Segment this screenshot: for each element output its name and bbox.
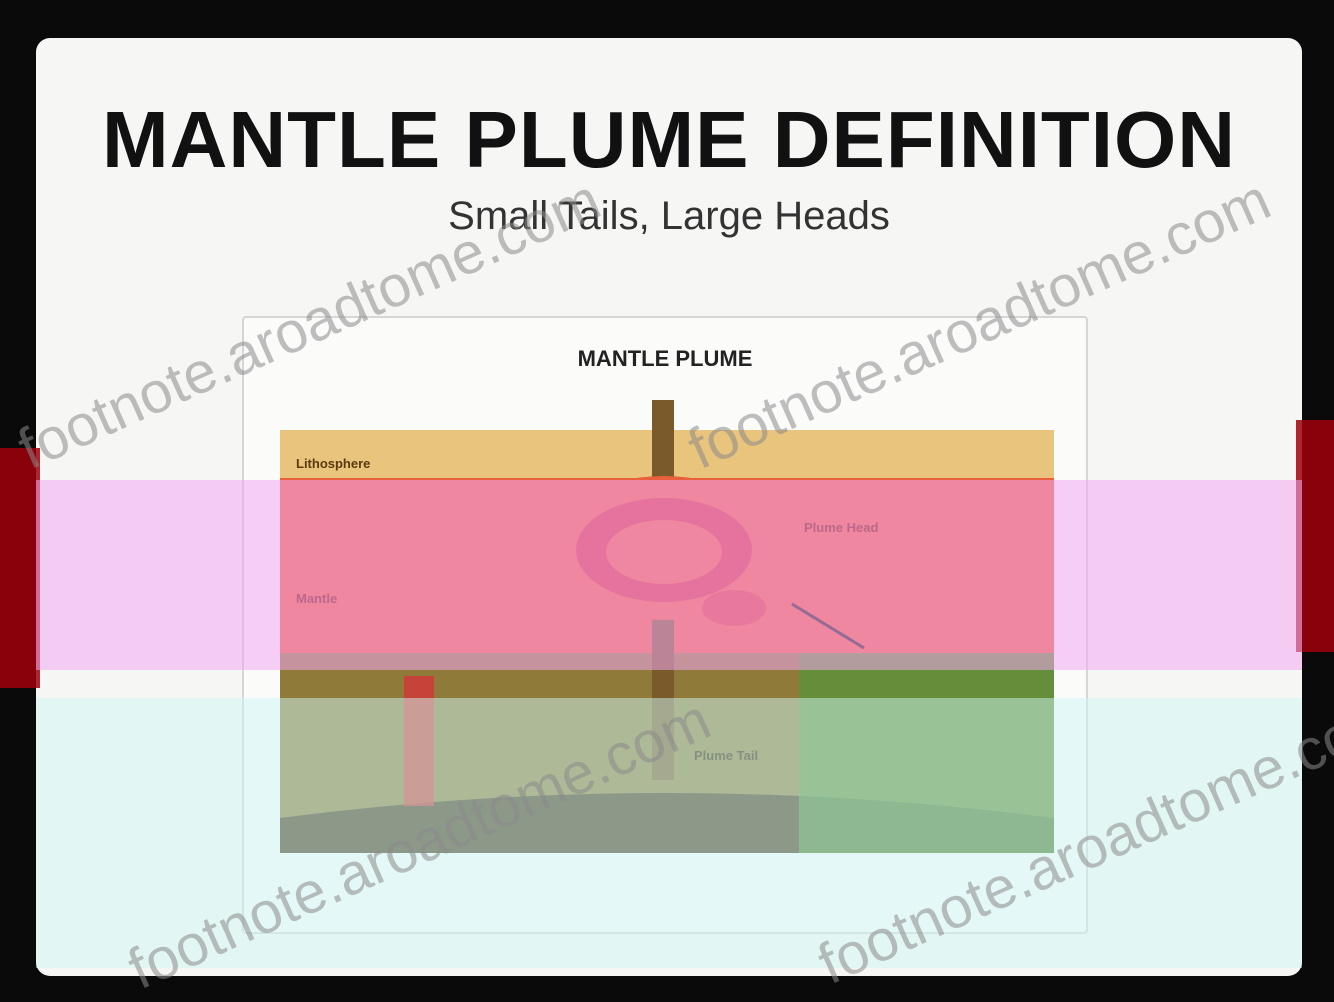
- slide: MANTLE PLUME DEFINITION Small Tails, Lar…: [36, 38, 1302, 976]
- glitch-band-red-left: [0, 448, 40, 688]
- hot-column: [404, 676, 434, 806]
- plume-head-label: Plume Head: [804, 520, 878, 535]
- slide-title: MANTLE PLUME DEFINITION: [36, 100, 1302, 180]
- lithosphere-label: Lithosphere: [296, 456, 370, 471]
- mantle-plume-diagram: MANTLE PLUME: [244, 318, 1086, 932]
- mantle-plume-figure: MANTLE PLUME: [242, 316, 1088, 934]
- mantle-label: Mantle: [296, 591, 337, 606]
- plume-lobe: [702, 590, 766, 626]
- green-color-band: [799, 653, 1054, 853]
- slide-subtitle: Small Tails, Large Heads: [36, 196, 1302, 236]
- figure-heading: MANTLE PLUME: [578, 346, 753, 371]
- plume-head-inner: [606, 520, 722, 584]
- plume-tail-label: Plume Tail: [694, 748, 758, 763]
